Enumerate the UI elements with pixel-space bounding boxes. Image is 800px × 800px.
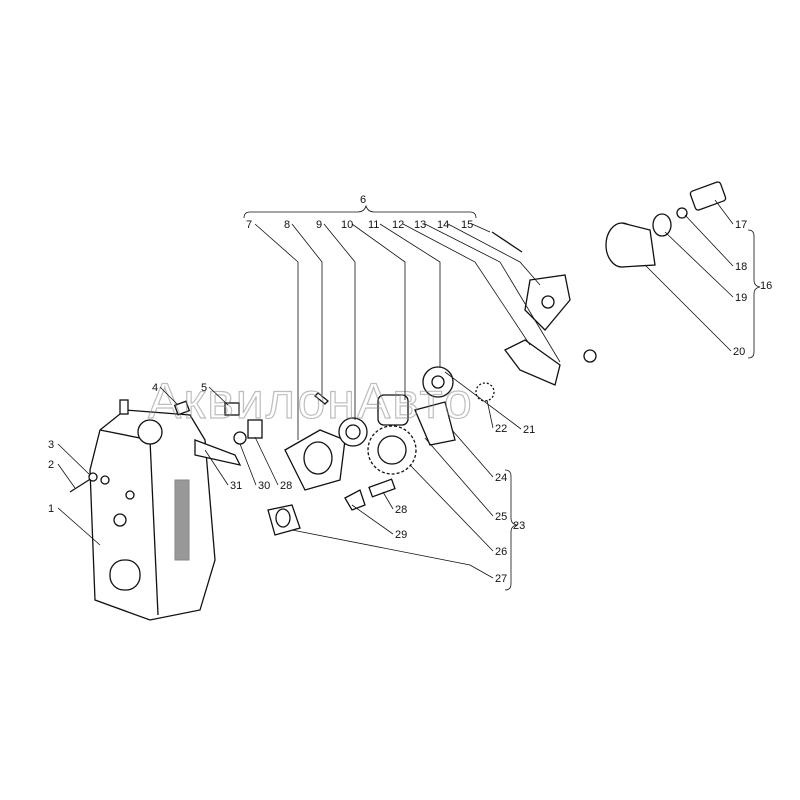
part-label: 29 <box>395 529 407 541</box>
leader-line <box>451 429 494 478</box>
part-label: 11 <box>368 219 379 231</box>
part-label: 2 <box>48 459 54 471</box>
leader-line <box>409 464 494 552</box>
part-label: 17 <box>735 219 747 231</box>
part-label: 4 <box>152 382 158 394</box>
leader-line <box>402 223 531 346</box>
part-label: 6 <box>360 194 366 206</box>
part-label: 28 <box>280 480 292 492</box>
leader-line <box>291 223 323 395</box>
leader-line <box>57 443 91 476</box>
part-label: 19 <box>735 292 747 304</box>
part-label: 8 <box>284 219 290 231</box>
part-label: 7 <box>246 219 252 231</box>
part-label: 3 <box>48 439 54 451</box>
screw-part <box>69 477 93 493</box>
leader-line <box>644 264 732 352</box>
leader-line <box>239 443 257 486</box>
part-label: 24 <box>495 472 507 484</box>
part-label: 25 <box>495 511 507 523</box>
part-label: 20 <box>733 346 745 358</box>
flange-part <box>284 429 346 491</box>
leader-line <box>714 199 734 225</box>
leader-line <box>379 223 441 367</box>
leader-line <box>254 436 279 486</box>
part-label: 31 <box>230 480 242 492</box>
bracket-group-6 <box>243 204 477 219</box>
leader-line <box>57 507 101 546</box>
leader-line <box>291 529 494 579</box>
leader-line <box>159 386 179 406</box>
part-label: 1 <box>48 503 54 515</box>
leader-line <box>323 223 356 420</box>
leader-line <box>57 463 76 489</box>
part-label: 12 <box>392 219 404 231</box>
part-label: 14 <box>437 219 449 231</box>
leader-line <box>208 386 229 406</box>
leader-line <box>447 223 541 286</box>
part-label: 28 <box>395 504 407 516</box>
leader-line <box>424 437 494 517</box>
part-label: 27 <box>495 573 507 585</box>
part-label: 18 <box>735 261 747 273</box>
bracket-group-16 <box>747 229 761 359</box>
part-label: 21 <box>523 424 535 436</box>
part-label: 10 <box>341 219 353 231</box>
part-label: 26 <box>495 546 507 558</box>
leader-line <box>684 214 734 267</box>
part-label: 22 <box>495 423 507 435</box>
leader-line <box>382 491 394 510</box>
part-label: 5 <box>201 382 207 394</box>
housing-part <box>89 399 216 621</box>
leader-line <box>204 449 229 486</box>
part-label: 23 <box>513 520 525 532</box>
leader-line <box>351 504 394 535</box>
leader-line <box>471 223 491 233</box>
leader-line <box>486 399 494 429</box>
leader-line <box>254 223 299 440</box>
leader-line <box>424 223 561 363</box>
bracket-group-23 <box>504 469 518 591</box>
part-label: 15 <box>461 219 473 231</box>
part-label: 30 <box>258 480 270 492</box>
leader-line <box>444 371 522 430</box>
part-label: 16 <box>760 280 772 292</box>
part-label: 9 <box>316 219 322 231</box>
leader-line <box>664 231 734 298</box>
leader-line <box>351 223 406 400</box>
part-label: 13 <box>414 219 426 231</box>
watermark: АквилонАвто <box>148 373 474 429</box>
